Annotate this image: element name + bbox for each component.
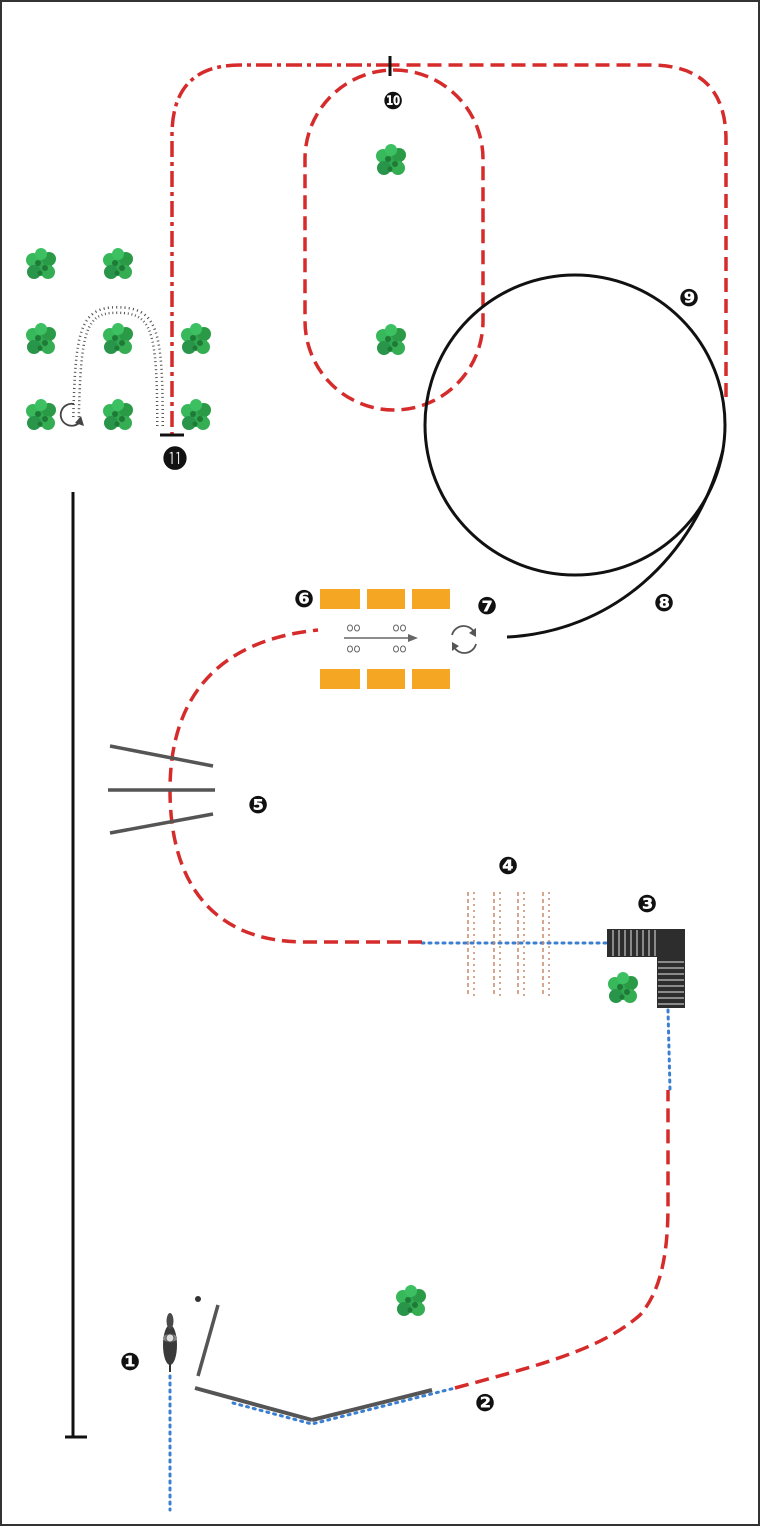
- marker-7: ❼: [477, 592, 497, 620]
- start-gate: [194, 1296, 433, 1422]
- marker-2: ❷: [475, 1389, 495, 1417]
- marker-1: ❶: [120, 1348, 140, 1376]
- marker-3: ❸: [637, 890, 657, 918]
- marker-4: ❹: [498, 852, 518, 880]
- pole-fan: [108, 744, 215, 835]
- red-route: [168, 63, 728, 1390]
- left-rail: [65, 492, 87, 1439]
- l-board-obstacle: [607, 929, 685, 1008]
- hay-bales: [320, 589, 450, 689]
- volte-circle: [423, 273, 727, 639]
- marker-9: ❾: [679, 284, 699, 312]
- turn-loop-icon: [59, 402, 84, 427]
- marker-11: ⓫: [163, 445, 187, 473]
- horse-rider-icon: [163, 1313, 177, 1372]
- marker-10: ❿: [383, 87, 403, 115]
- direction-arrow: [344, 624, 418, 653]
- bushes: [26, 144, 638, 1316]
- markers: ❶ ❷ ❸ ❹ ❺ ❻ ❼ ❽ ❾ ❿ ⓫: [120, 87, 699, 1417]
- marker-5: ❺: [248, 791, 268, 819]
- blue-route: [168, 941, 672, 1512]
- rotate-icon: [451, 625, 477, 654]
- marker-6: ❻: [294, 585, 314, 613]
- red-dashdot-route: [170, 63, 392, 435]
- marker-8: ❽: [654, 589, 674, 617]
